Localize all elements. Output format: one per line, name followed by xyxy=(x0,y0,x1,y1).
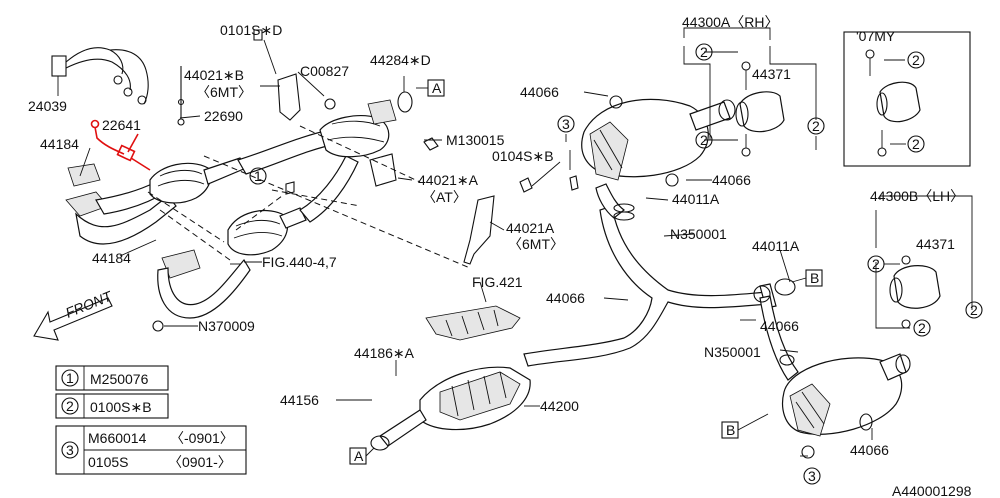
rear-muffler-lh xyxy=(753,278,911,459)
label-0101s-d: 0101S∗D xyxy=(220,22,282,38)
label-44021-a-at: 44021∗A xyxy=(418,172,479,188)
legend-code-2: 0100S∗B xyxy=(90,399,152,415)
front-exhaust-pipe xyxy=(65,157,307,319)
label-n350001-upper: N350001 xyxy=(670,226,727,242)
legend-code-3b: 0105S xyxy=(88,454,128,470)
muffler-cutter-rh xyxy=(735,61,785,157)
oxygen-sensor-harness xyxy=(51,47,149,105)
label-44066-b: 44066 xyxy=(712,172,751,188)
callout-3-b xyxy=(803,467,821,485)
svg-text:2: 2 xyxy=(700,132,708,148)
svg-text:2: 2 xyxy=(872,256,880,272)
label-0104s-b: 0104S∗B xyxy=(492,148,554,164)
callout-2-d xyxy=(907,51,925,69)
svg-text:1: 1 xyxy=(254,168,262,184)
callout-2-f xyxy=(867,255,885,273)
callout-1 xyxy=(249,167,267,185)
legend-table: 1 M250076 2 0100S∗B 3 M660014 〈-0901〉 01… xyxy=(55,365,247,475)
leader-lines xyxy=(57,27,973,457)
svg-text:B: B xyxy=(810,270,819,286)
callout-2-g xyxy=(913,319,931,337)
label-44021a-6mt: 44021A xyxy=(506,220,555,236)
part-labels: 24039 22641 44184 44184 0101S∗D 44021∗B … xyxy=(28,14,972,498)
label-m130015: M130015 xyxy=(446,132,505,148)
label-fig421: FIG.421 xyxy=(472,274,523,290)
callout-2-e xyxy=(907,135,925,153)
label-44184-lower: 44184 xyxy=(92,250,131,266)
label-44184-upper: 44184 xyxy=(40,136,79,152)
svg-text:A: A xyxy=(432,80,442,96)
brackets xyxy=(152,29,579,332)
label-44156: 44156 xyxy=(280,392,319,408)
label-44021-b: 44021∗B xyxy=(184,67,244,83)
legend-num-1: 1 xyxy=(66,370,74,386)
diagram-id: A440001298 xyxy=(892,483,972,498)
label-fig440: FIG.440-4,7 xyxy=(262,254,337,270)
front-direction-arrow: FRONT xyxy=(33,287,115,341)
label-44066-c: 44066 xyxy=(546,290,585,306)
legend-code-3a: M660014 xyxy=(88,430,147,446)
y-pipe-assembly xyxy=(147,99,471,269)
label-44371-rh: 44371 xyxy=(752,66,791,82)
legend-range-3b: 〈0901-〉 xyxy=(168,454,232,470)
label-44066-a: 44066 xyxy=(520,84,559,100)
label-44011a-upper: 44011A xyxy=(672,191,720,207)
svg-text:3: 3 xyxy=(808,468,816,484)
label-44066-d: 44066 xyxy=(760,318,799,334)
oxygen-sensor-22641-highlight[interactable] xyxy=(90,119,151,171)
legend-range-3a: 〈-0901〉 xyxy=(170,430,234,446)
label-24039: 24039 xyxy=(28,98,67,114)
legend-num-2: 2 xyxy=(66,398,74,414)
callout-2-b xyxy=(695,131,713,149)
label-44186-a: 44186∗A xyxy=(354,345,415,361)
svg-text:2: 2 xyxy=(812,118,820,134)
label-c00827: C00827 xyxy=(300,63,349,79)
reference-boxes: A A B B xyxy=(349,79,823,465)
label-44371-lh: 44371 xyxy=(916,236,955,252)
label-22690: 22690 xyxy=(204,108,243,124)
svg-text:A: A xyxy=(354,448,364,464)
label-n370009: N370009 xyxy=(198,318,255,334)
svg-text:3: 3 xyxy=(562,116,570,132)
svg-text:2: 2 xyxy=(700,44,708,60)
callout-2-h xyxy=(965,301,983,319)
label-44200: 44200 xyxy=(540,398,579,414)
label-44300b-lh: 44300B〈LH〉 xyxy=(870,188,964,204)
svg-text:2: 2 xyxy=(970,302,978,318)
svg-text:2: 2 xyxy=(918,320,926,336)
label-22641: 22641 xyxy=(102,117,141,133)
label-6mt-lower: 〈6MT〉 xyxy=(508,236,564,252)
box-07my xyxy=(843,31,971,167)
svg-text:B: B xyxy=(726,422,735,438)
heat-shield xyxy=(425,305,521,341)
label-6mt-upper: 〈6MT〉 xyxy=(196,84,252,100)
label-44011a-lower: 44011A xyxy=(752,238,800,254)
callout-2-c xyxy=(807,117,825,135)
label-at: 〈AT〉 xyxy=(422,189,467,205)
label-07my: '07MY xyxy=(856,28,896,44)
label-44284-d: 44284∗D xyxy=(370,52,431,68)
label-44066-e: 44066 xyxy=(850,442,889,458)
rear-muffler-rh xyxy=(581,95,736,221)
svg-text:2: 2 xyxy=(912,136,920,152)
svg-text:2: 2 xyxy=(912,52,920,68)
legend-num-3: 3 xyxy=(66,442,74,458)
label-n350001-lower: N350001 xyxy=(704,344,761,360)
muffler-cutter-lh xyxy=(889,255,941,329)
legend-code-1: M250076 xyxy=(90,371,149,387)
callout-circles: 1 2 2 2 2 2 2 2 2 3 3 xyxy=(249,43,983,485)
label-44300a-rh: 44300A〈RH〉 xyxy=(682,14,779,30)
callout-3-a xyxy=(557,115,575,133)
callout-2-a xyxy=(695,43,713,61)
center-exhaust-pipe xyxy=(370,205,777,451)
